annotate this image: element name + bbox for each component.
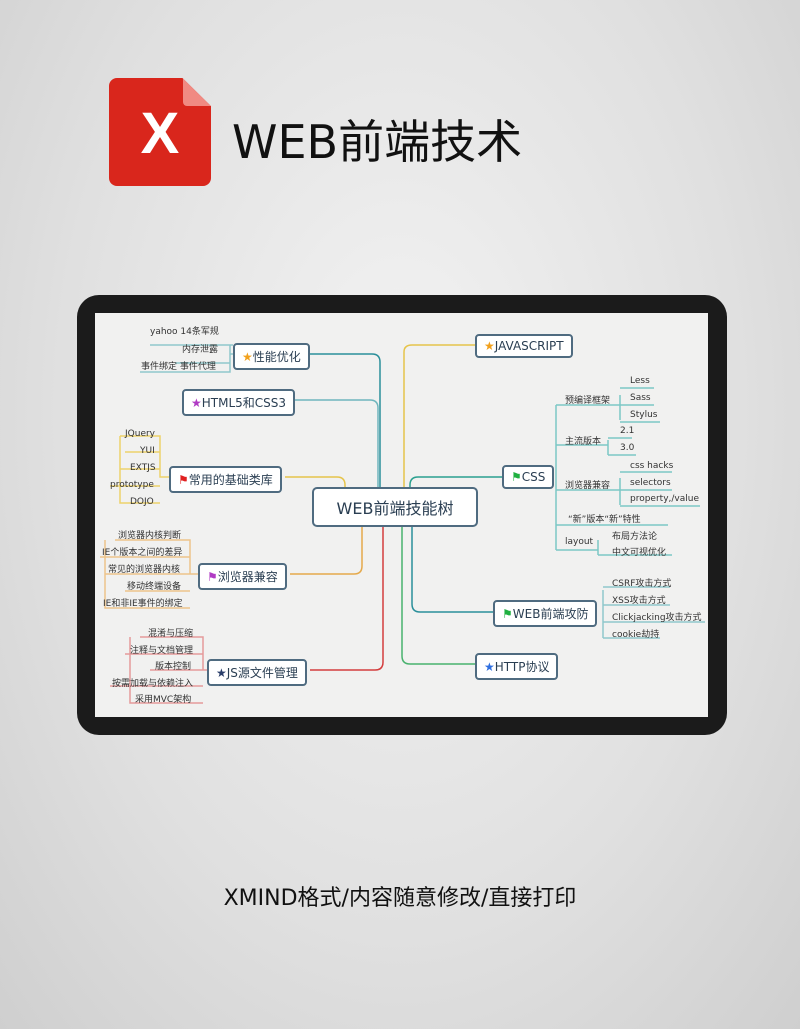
topic-javascript[interactable]: ★JAVASCRIPT (475, 334, 573, 358)
subtopic[interactable]: CSRF攻击方式 (612, 579, 672, 589)
subtopic[interactable]: 注释与文档管理 (130, 646, 194, 656)
subtopic[interactable]: IE和非IE事件的绑定 (103, 599, 183, 609)
subtopic[interactable]: property,/value (630, 494, 700, 504)
flag-icon: ⚑ (511, 470, 522, 484)
subtopic[interactable]: layout (565, 537, 594, 547)
subtopic[interactable]: 内存泄露 (182, 345, 219, 355)
subtopic[interactable]: “新”版本“新”特性 (568, 515, 641, 525)
topic-libraries[interactable]: ⚑常用的基础类库 (169, 466, 282, 493)
flag-icon: ⚑ (178, 473, 189, 487)
subtopic[interactable]: Less (630, 376, 650, 386)
page-title: WEB前端技术 (232, 115, 523, 169)
subtopic[interactable]: 事件绑定 事件代理 (141, 362, 216, 372)
subtopic[interactable]: YUI (140, 446, 155, 456)
subtopic[interactable]: 中文可视优化 (612, 548, 667, 558)
subtopic[interactable]: JQuery (125, 429, 156, 439)
subtopic[interactable]: Stylus (630, 410, 658, 420)
subtopic[interactable]: EXTJS (130, 463, 156, 473)
subtopic[interactable]: 混淆与压缩 (148, 629, 194, 639)
topic-html5-css3[interactable]: ★HTML5和CSS3 (182, 389, 296, 416)
subtopic[interactable]: 按需加载与依赖注入 (112, 679, 194, 689)
star-icon: ★ (484, 339, 495, 353)
footer-caption: XMIND格式/内容随意修改/直接打印 (223, 886, 577, 911)
topic-browser-compat[interactable]: ⚑浏览器兼容 (198, 563, 287, 590)
star-icon: ★ (216, 666, 227, 680)
topic-js-files[interactable]: ★JS源文件管理 (207, 659, 307, 686)
subtopic[interactable]: IE个版本之间的差异 (102, 548, 183, 558)
subtopic[interactable]: prototype (110, 480, 154, 490)
star-icon: ★ (191, 396, 202, 410)
subtopic[interactable]: Sass (630, 393, 651, 403)
subtopic[interactable]: 版本控制 (155, 662, 192, 672)
topic-css[interactable]: ⚑CSS (502, 465, 555, 489)
topic-web-security[interactable]: ⚑WEB前端攻防 (493, 600, 598, 627)
star-icon: ★ (242, 350, 253, 364)
central-topic[interactable]: WEB前端技能树 (312, 487, 478, 527)
flag-icon: ⚑ (502, 607, 513, 621)
subtopic[interactable]: DOJO (130, 497, 154, 507)
subtopic[interactable]: 采用MVC架构 (135, 695, 192, 705)
star-icon: ★ (484, 660, 495, 674)
subtopic[interactable]: selectors (630, 478, 671, 488)
subtopic[interactable]: 常见的浏览器内核 (108, 565, 181, 575)
subtopic[interactable]: XSS攻击方式 (612, 596, 666, 606)
subtopic[interactable]: 移动终端设备 (127, 582, 182, 592)
subtopic[interactable]: 浏览器兼容 (565, 481, 611, 491)
subtopic[interactable]: cookie劫持 (612, 630, 660, 640)
subtopic[interactable]: 2.1 (620, 426, 635, 436)
subtopic[interactable]: 主流版本 (565, 437, 602, 447)
subtopic[interactable]: 预编译框架 (565, 396, 611, 406)
subtopic[interactable]: yahoo 14条军规 (150, 327, 219, 337)
subtopic[interactable]: 3.0 (620, 443, 635, 453)
xmind-x-icon: X (140, 101, 180, 166)
subtopic[interactable]: 浏览器内核判断 (118, 531, 182, 541)
flag-icon: ⚑ (207, 570, 218, 584)
topic-performance[interactable]: ★性能优化 (233, 343, 310, 370)
topic-http[interactable]: ★HTTP协议 (475, 653, 559, 680)
subtopic[interactable]: css hacks (630, 461, 674, 471)
subtopic[interactable]: 布局方法论 (612, 532, 658, 542)
subtopic[interactable]: Clickjacking攻击方式 (612, 613, 702, 623)
